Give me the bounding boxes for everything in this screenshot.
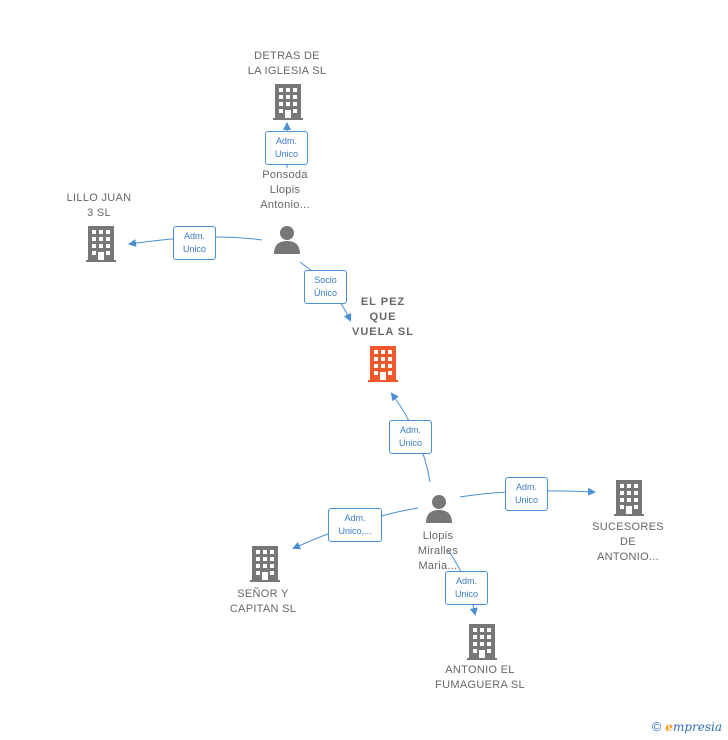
edge-label-line: Unico (398, 438, 422, 448)
company-label-sucesores[interactable]: SUCESORES DE ANTONIO... (592, 520, 664, 565)
building-icon[interactable] (614, 480, 644, 516)
edge-label-llopis-fumaguera[interactable]: Adm. Unico (445, 571, 488, 605)
label-line: LILLO JUAN (66, 192, 132, 204)
brand-logo-initial: e (665, 720, 673, 734)
edge-label-line: Unico (514, 495, 538, 505)
building-icon[interactable] (467, 624, 497, 660)
building-icon[interactable] (368, 346, 398, 382)
label-line: SEÑOR Y (237, 588, 289, 600)
label-line: VUELA SL (352, 326, 414, 338)
label-line: ANTONIO... (596, 551, 660, 563)
edge-label-line: Adm. (515, 482, 537, 492)
copyright-icon: © (651, 719, 662, 734)
label-line: Ponsoda (262, 169, 308, 181)
edge-label-line: Unico (274, 149, 298, 159)
label-line: Antonio... (260, 199, 310, 211)
person-label-llopis[interactable]: Llopis Miralles Maria... (418, 529, 458, 574)
person-icon[interactable] (424, 493, 454, 523)
edge-label-ponsoda-elpez[interactable]: Socio Único (304, 270, 347, 304)
label-line: CAPITAN SL (229, 603, 297, 615)
person-icon[interactable] (272, 224, 302, 254)
edge-label-line: Único (313, 288, 337, 298)
edge-label-ponsoda-lillo[interactable]: Adm. Unico (173, 226, 216, 260)
building-icon[interactable] (86, 226, 116, 262)
label-line: LA IGLESIA SL (247, 65, 327, 77)
label-line: Maria... (418, 560, 458, 572)
label-line: QUE (369, 311, 397, 323)
company-label-fumaguera[interactable]: ANTONIO EL FUMAGUERA SL (435, 663, 525, 693)
company-label-senor[interactable]: SEÑOR Y CAPITAN SL (230, 587, 296, 617)
edge-label-line: Unico,... (338, 526, 372, 536)
edge-label-llopis-sucesores[interactable]: Adm. Unico (505, 477, 548, 511)
edge-label-line: Adm. (344, 513, 366, 523)
edge-label-llopis-senor[interactable]: Adm. Unico,... (328, 508, 382, 542)
brand-logo-text: mpresia (672, 720, 722, 734)
company-label-lillo[interactable]: LILLO JUAN 3 SL (67, 191, 132, 221)
label-line: Llopis (422, 530, 454, 542)
label-line: ANTONIO EL (445, 664, 515, 676)
label-line: Llopis (269, 184, 301, 196)
building-icon[interactable] (250, 546, 280, 582)
brand-footer[interactable]: ©empresia (652, 719, 722, 734)
edge-label-line: Adm. (183, 231, 205, 241)
building-icon[interactable] (273, 84, 303, 120)
edge-label-line: Adm. (399, 425, 421, 435)
label-line: FUMAGUERA SL (435, 679, 525, 691)
edge-label-llopis-elpez[interactable]: Adm. Unico (389, 420, 432, 454)
label-line: SUCESORES (592, 521, 664, 533)
label-line: DETRAS DE (254, 50, 320, 62)
edge-label-line: Socio (314, 275, 337, 285)
company-label-elpez[interactable]: EL PEZ QUE VUELA SL (352, 295, 414, 340)
label-line: Miralles (417, 545, 459, 557)
edge-label-line: Adm. (275, 136, 297, 146)
edge-label-line: Unico (454, 589, 478, 599)
label-line: EL PEZ (360, 296, 406, 308)
person-label-ponsoda[interactable]: Ponsoda Llopis Antonio... (260, 168, 309, 213)
edge-label-line: Unico (182, 244, 206, 254)
label-line: 3 SL (87, 207, 111, 219)
company-label-detras[interactable]: DETRAS DE LA IGLESIA SL (248, 49, 327, 79)
label-line: DE (620, 536, 636, 548)
edge-label-line: Adm. (455, 576, 477, 586)
edge-label-ponsoda-detras[interactable]: Adm. Unico (265, 131, 308, 165)
